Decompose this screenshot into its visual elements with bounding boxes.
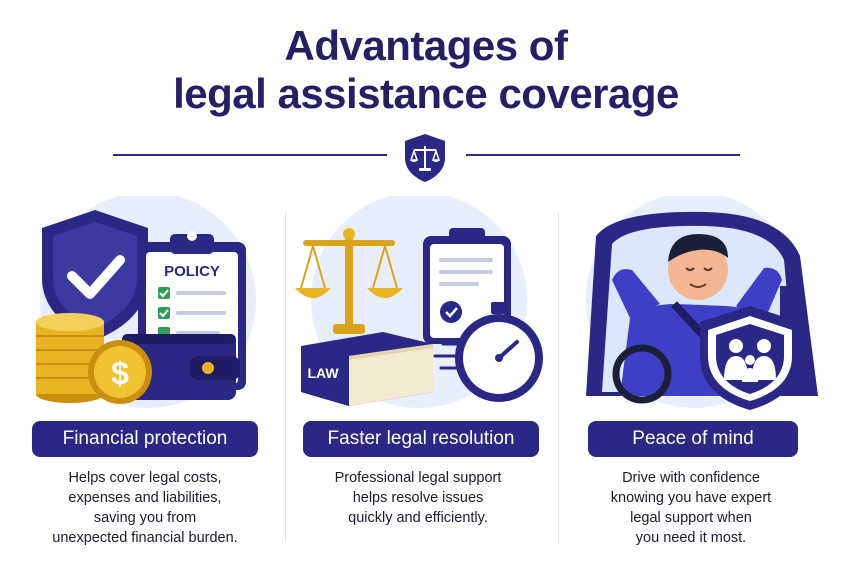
- description-line: Helps cover legal costs,: [68, 470, 222, 486]
- page-title: Advantages of legal assistance coverage: [0, 22, 852, 118]
- heading-faster-legal-resolution: Faster legal resolution: [303, 421, 539, 457]
- description-line: Drive with confidence: [622, 470, 760, 486]
- column-separator: [558, 212, 559, 542]
- heading-peace-of-mind: Peace of mind: [588, 421, 798, 457]
- financial-protection-illustration: POLICY: [10, 196, 280, 418]
- policy-badge: POLICY: [164, 263, 220, 280]
- description-line: helps resolve issues: [352, 490, 484, 506]
- faster-resolution-illustration: LAW: [283, 196, 553, 418]
- description-line: unexpected financial burden.: [52, 530, 238, 546]
- description-line: knowing you have expert: [610, 490, 772, 506]
- title-divider-right: [466, 154, 740, 156]
- wallet-icon: [122, 334, 240, 400]
- title-line-1: Advantages of: [284, 22, 568, 69]
- title-line-2: legal assistance coverage: [173, 70, 679, 117]
- shield-check-icon: [42, 210, 148, 340]
- law-book-icon: LAW: [301, 332, 433, 406]
- column-faster-legal-resolution: LAW: [283, 0, 553, 569]
- stopwatch-icon: [433, 302, 543, 402]
- description-line: quickly and efficiently.: [348, 510, 488, 526]
- column-peace-of-mind: Peace of mind Drive with confidence know…: [556, 0, 826, 569]
- description-peace-of-mind: Drive with confidence knowing you have e…: [556, 468, 826, 548]
- description-line: saving you from: [93, 510, 197, 526]
- heading-financial-protection: Financial protection: [32, 421, 258, 457]
- family-shield-icon: [700, 306, 800, 410]
- law-badge: LAW: [307, 365, 339, 381]
- description-financial-protection: Helps cover legal costs, expenses and li…: [10, 468, 280, 548]
- description-line: Professional legal support: [334, 470, 502, 486]
- description-line: you need it most.: [635, 530, 747, 546]
- description-line: legal support when: [630, 510, 752, 526]
- scales-shield-icon: [397, 130, 453, 186]
- column-financial-protection: POLICY: [10, 0, 280, 569]
- description-line: expenses and liabilities,: [68, 490, 222, 506]
- dollar-coin-icon: $: [88, 340, 152, 404]
- scales-icon: [295, 228, 403, 334]
- title-divider-left: [113, 154, 387, 156]
- peace-of-mind-illustration: [556, 196, 826, 418]
- svg-text:$: $: [111, 355, 129, 391]
- description-faster-legal-resolution: Professional legal support helps resolve…: [283, 468, 553, 528]
- column-separator: [285, 212, 286, 542]
